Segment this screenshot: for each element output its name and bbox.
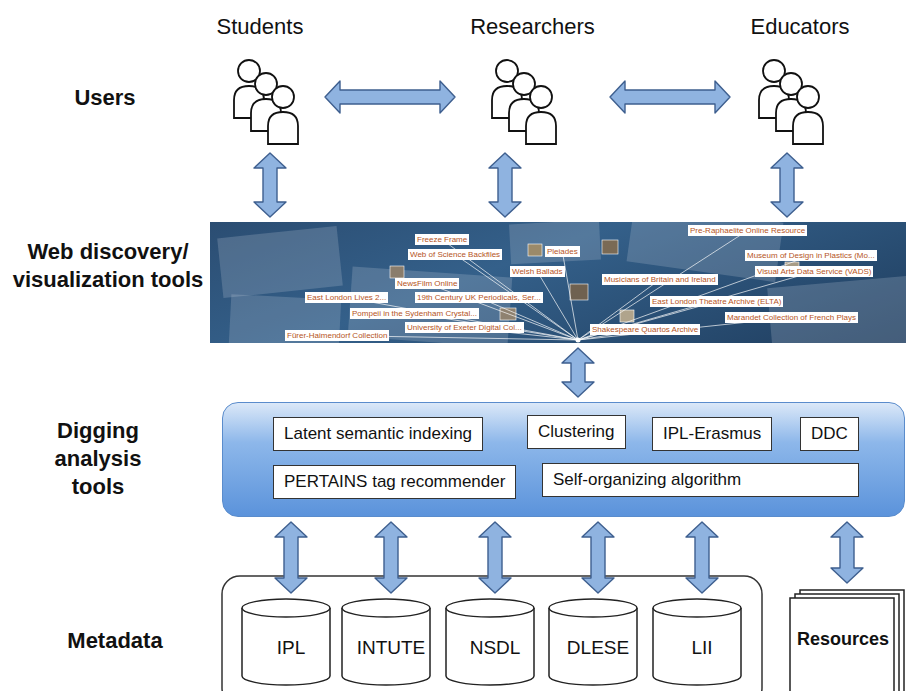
- database-name: INTUTE: [341, 637, 441, 659]
- resource-name: Resources: [790, 628, 896, 650]
- person-body: [793, 112, 823, 144]
- database-name: LII: [652, 637, 752, 659]
- group-name: Researchers: [460, 14, 605, 40]
- database-cylinder: LII: [652, 598, 752, 688]
- resource-label: Web of Science Backfiles: [408, 249, 502, 260]
- tool-name: Latent semantic indexing: [284, 423, 472, 445]
- block-arrow: [582, 522, 614, 593]
- database-cylinder: DLESE: [548, 598, 648, 688]
- person-body: [526, 112, 556, 144]
- tool-name: Clustering: [538, 421, 615, 443]
- resource-label: Welsh Ballads: [510, 266, 565, 277]
- resource-label: East London Theatre Archive (ELTA): [650, 296, 783, 307]
- block-arrow: [686, 522, 718, 593]
- resource-label: Shakespeare Quartos Archive: [590, 324, 700, 335]
- tool-box: Clustering: [527, 415, 626, 449]
- tool-box: PERTAINS tag recommender: [273, 465, 516, 499]
- link-line: [578, 302, 717, 341]
- block-arrow: [479, 522, 511, 593]
- thumbnail: [602, 240, 618, 254]
- resource-stack: Resources: [788, 588, 906, 691]
- group-name: Students: [200, 14, 320, 40]
- person-body: [268, 112, 298, 144]
- newspaper-clipping: [767, 276, 906, 343]
- database-name: IPL: [241, 637, 341, 659]
- user-group: Students: [200, 14, 320, 148]
- database-cylinder: INTUTE: [341, 598, 441, 688]
- analysis-panel: Digging analysis toolsLatent semantic in…: [222, 402, 905, 517]
- row-label: Metadata: [40, 627, 190, 655]
- thumbnail: [570, 284, 588, 300]
- block-arrow: [562, 348, 594, 397]
- database-cylinder: NSDL: [445, 598, 545, 688]
- people-icon: [232, 56, 304, 148]
- block-arrow: [325, 81, 455, 113]
- database-name: DLESE: [548, 637, 648, 659]
- resource-label: 19th Century UK Periodicals, Ser...: [415, 292, 543, 303]
- row-label: Digging analysis tools: [33, 417, 163, 501]
- person-head: [797, 86, 819, 108]
- tool-name: IPL-Erasmus: [663, 423, 761, 445]
- tool-box: IPL-Erasmus: [652, 417, 772, 451]
- block-arrow: [489, 153, 521, 217]
- block-arrow: [375, 522, 407, 593]
- person-head: [272, 86, 294, 108]
- block-arrow: [771, 153, 803, 217]
- tool-name: Self-organizing algorithm: [553, 469, 848, 491]
- database-cylinder: IPL: [241, 598, 341, 688]
- resource-label: East London Lives 2...: [305, 292, 388, 303]
- cylinder-top: [549, 599, 637, 617]
- tool-box: DDC: [800, 417, 859, 451]
- collage-picture: [210, 222, 906, 343]
- block-arrow: [254, 153, 286, 217]
- resource-label: Museum of Design in Plastics (Mo...: [745, 250, 877, 261]
- resource-label: University of Exeter Digital Col...: [405, 322, 524, 333]
- newspaper-clipping: [509, 222, 601, 264]
- tool-box: Self-organizing algorithm: [542, 463, 859, 497]
- row-label: Web discovery/ visualization tools: [12, 238, 204, 294]
- cylinder-top: [653, 599, 741, 617]
- resource-label: Visual Arts Data Service (VADS): [755, 266, 873, 277]
- database-name: NSDL: [445, 637, 545, 659]
- person-head: [530, 86, 552, 108]
- tool-name: DDC: [811, 423, 848, 445]
- cylinder-top: [242, 599, 330, 617]
- resource-label: Pompeii in the Sydenham Crystal...: [350, 308, 479, 319]
- link-line: [479, 298, 578, 341]
- cylinder-top: [342, 599, 430, 617]
- block-arrow: [275, 522, 307, 593]
- resource-label: Pleiades: [545, 246, 580, 257]
- resource-label: NewsFilm Online: [395, 278, 459, 289]
- hub-dot: [576, 338, 581, 343]
- tool-name: PERTAINS tag recommender: [284, 471, 505, 493]
- group-name: Educators: [735, 14, 865, 40]
- resource-label: Marandet Collection of French Plays: [725, 312, 858, 323]
- resource-label: Musicians of Britain and Ireland: [602, 274, 718, 285]
- block-arrow: [610, 81, 730, 113]
- user-group: Researchers: [460, 14, 605, 148]
- metadata-outline: [222, 576, 762, 691]
- resource-label: Fürer-Haimendorf Collection: [285, 330, 389, 341]
- cylinder-top: [446, 599, 534, 617]
- people-icon: [757, 56, 829, 148]
- resource-label: Freeze Frame: [415, 234, 469, 245]
- thumbnail: [390, 266, 404, 278]
- tool-box: Latent semantic indexing: [273, 417, 483, 451]
- people-icon: [490, 56, 562, 148]
- link-line: [537, 272, 578, 341]
- row-label: Users: [40, 84, 170, 112]
- resource-label: Pre-Raphaelite Online Resource: [688, 225, 807, 236]
- block-arrow: [831, 522, 863, 583]
- newspaper-clipping: [217, 226, 343, 298]
- thumbnail: [528, 244, 542, 256]
- user-group: Educators: [735, 14, 865, 148]
- link-line: [578, 272, 814, 341]
- discovery-band: Pre-Raphaelite Online ResourceFreeze Fra…: [210, 222, 906, 343]
- link-line: [578, 231, 748, 341]
